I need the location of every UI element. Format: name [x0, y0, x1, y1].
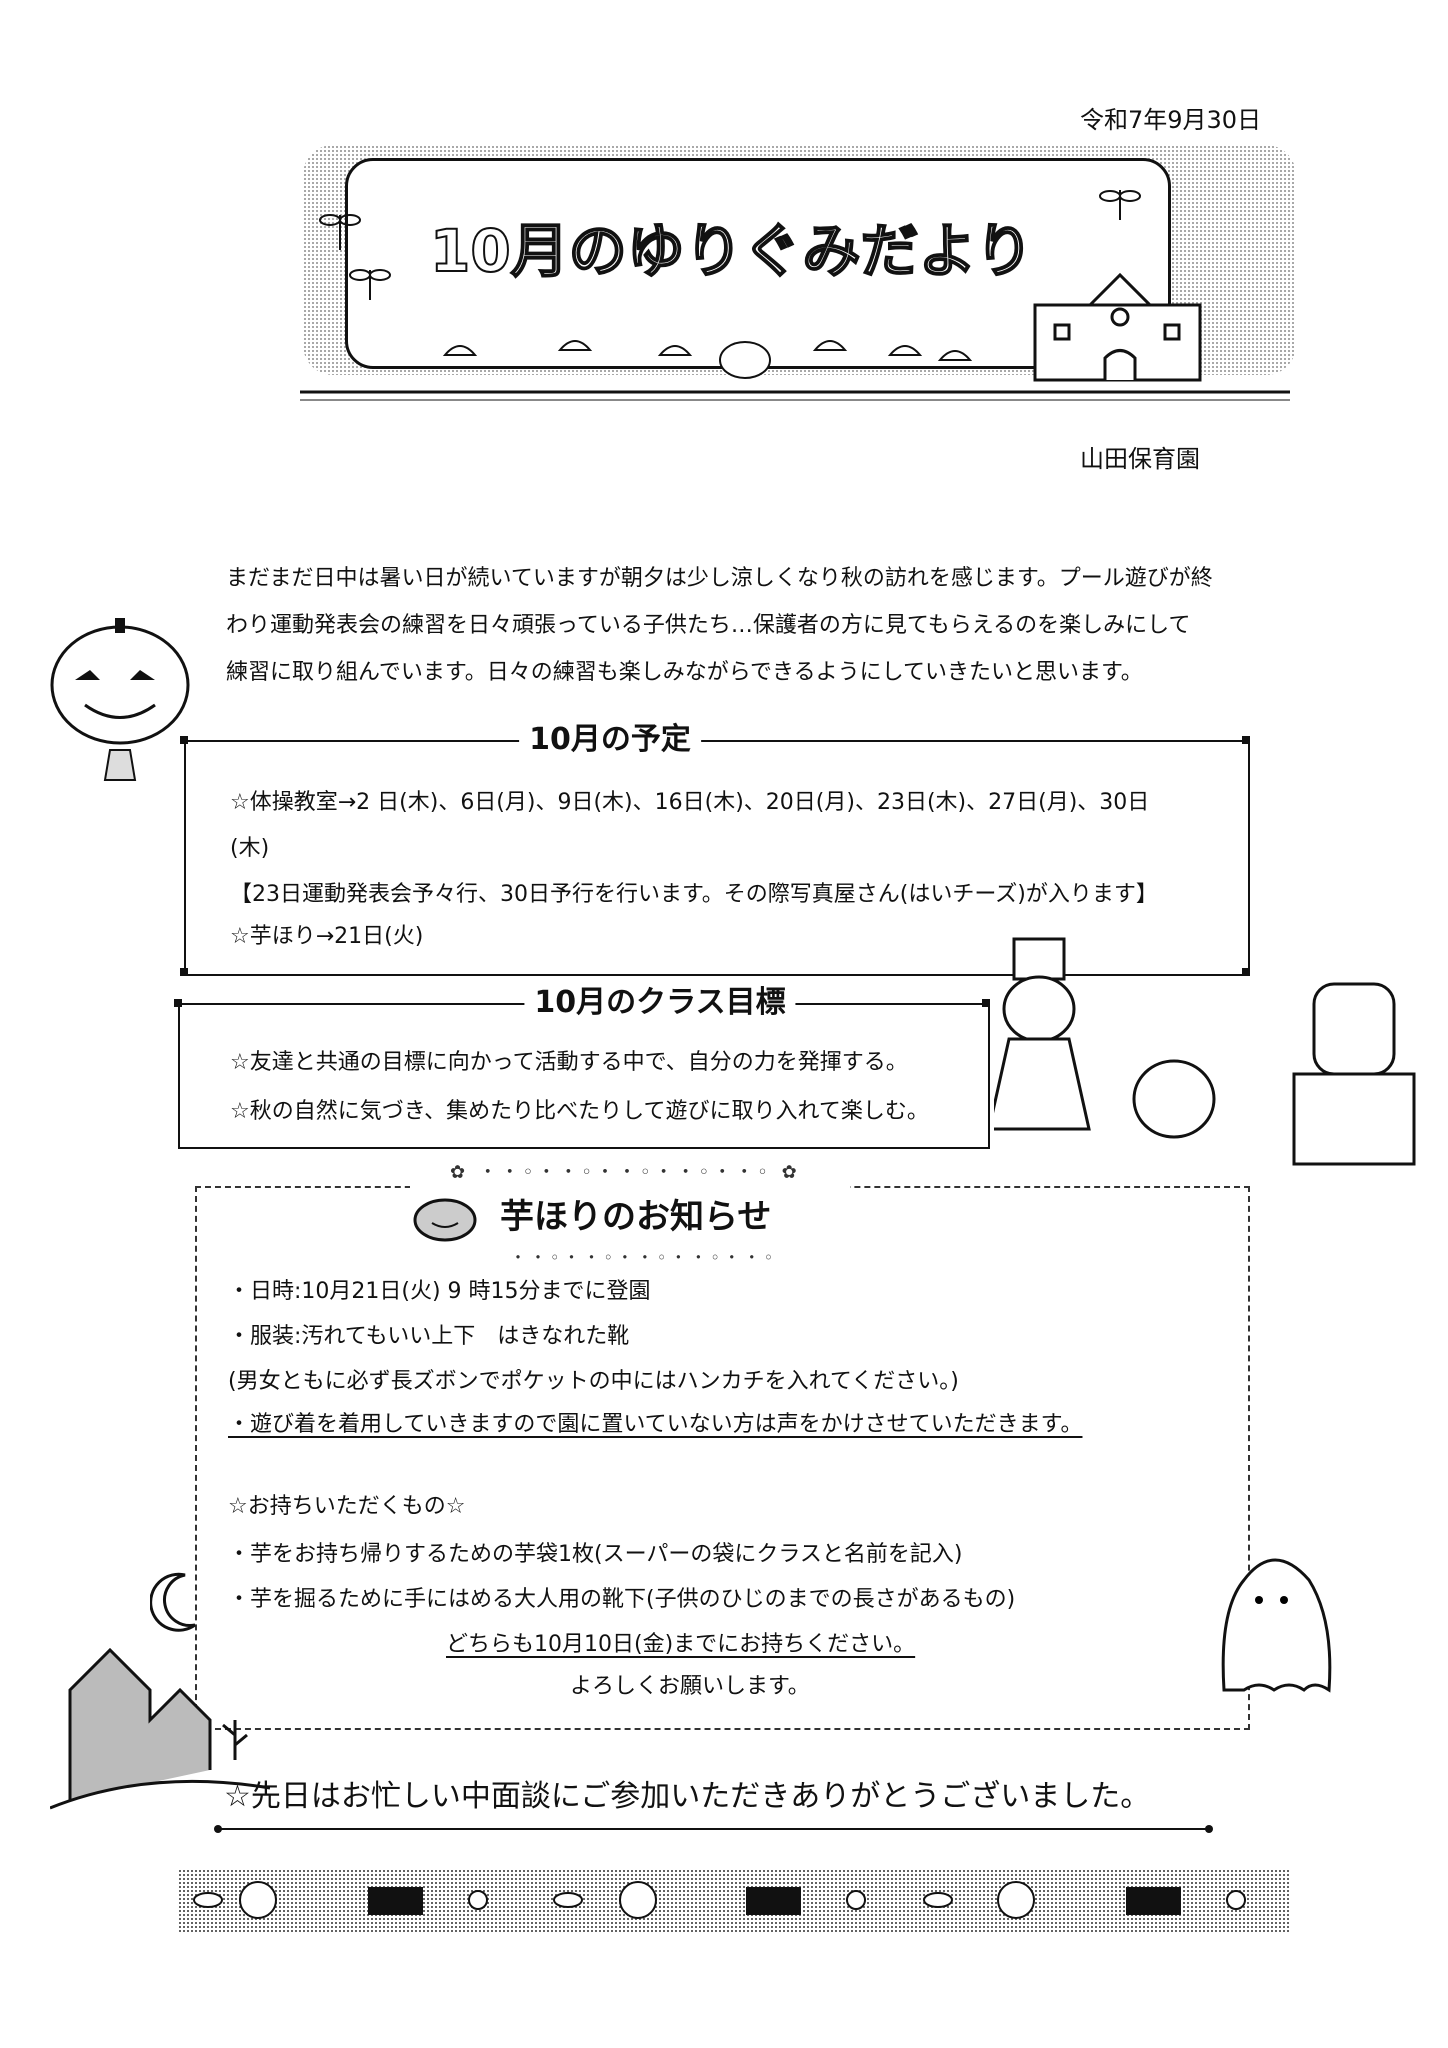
ghost-icon: [1221, 1558, 1332, 1693]
issue-date: 令和7年9月30日: [1080, 106, 1262, 134]
decorative-dots: ✿ ・・◦・・◦・・◦・・◦・・◦ ✿: [450, 1162, 801, 1183]
schedule-title: 10月の予定: [519, 725, 701, 755]
sweet-potato-icon: [413, 1198, 477, 1242]
dragonfly-icon: [319, 214, 361, 250]
haunted-house-icon: [50, 1647, 270, 1810]
bring-title: ☆お持ちいただくもの☆: [228, 1494, 466, 1519]
schedule-line: 【23日運動発表会予々行、30日予行を行います。その際写真屋さん(はいチーズ)が…: [230, 882, 1158, 907]
banner-frame: [345, 158, 1171, 369]
schedule-line: ☆芋ほり→21日(火): [230, 924, 424, 949]
schedule-box: [184, 740, 1250, 976]
dragonfly-icon: [349, 269, 391, 300]
schedule-line: (木): [230, 836, 270, 861]
schedule-line: ☆体操教室→2 日(木)、6日(月)、9日(木)、16日(木)、20日(月)、2…: [230, 790, 1150, 815]
imohori-line: ・服装:汚れてもいい上下 はきなれた靴: [228, 1324, 630, 1349]
banner-illustrations: [300, 190, 1290, 401]
school-name: 山田保育園: [1080, 445, 1200, 473]
closing-note: よろしくお願いします。: [570, 1674, 810, 1699]
crescent-moon-icon: [150, 1572, 196, 1632]
imohori-line: (男女ともに必ず長ズボンでポケットの中にはハンカチを入れてください。): [228, 1369, 959, 1394]
intro-line: わり運動発表会の練習を日々頑張っている子供たち…保護者の方に見てもらえるのを楽し…: [226, 613, 1191, 638]
bat-icon: [1126, 1887, 1181, 1915]
costume-children-illustration: [994, 937, 1416, 1166]
class-goals-title: 10月のクラス目標: [524, 988, 796, 1018]
bat-icon: [368, 1887, 423, 1915]
banner-title: 10月のゆりぐみだより: [429, 217, 1034, 285]
pumpkin-icon: [239, 1881, 277, 1919]
halloween-footer-icons: [193, 1881, 1246, 1919]
candy-icon: [553, 1892, 583, 1908]
school-building-icon: [1033, 272, 1202, 382]
jack-o-lantern-icon: [50, 618, 190, 781]
decorative-dots: ・・◦・・◦・・◦・・◦・・◦: [510, 1248, 778, 1267]
mushroom-icon: [442, 340, 973, 361]
candy-icon: [923, 1892, 953, 1908]
goal-line: ☆友達と共通の目標に向かって活動する中で、自分の力を発揮する。: [230, 1050, 908, 1075]
imohori-title: 芋ほりのお知らせ: [500, 1197, 772, 1237]
thanks-underline: [218, 1828, 1208, 1830]
elephant-icon: [719, 341, 771, 379]
dragonfly-icon: [1099, 190, 1141, 220]
pumpkin-icon: [997, 1881, 1035, 1919]
bring-item: ・芋をお持ち帰りするための芋袋1枚(スーパーの袋にクラスと名前を記入): [228, 1542, 963, 1567]
intro-line: まだまだ日中は暑い日が続いていますが朝夕は少し涼しくなり秋の訪れを感じます。プー…: [226, 566, 1213, 591]
deadline-note: どちらも10月10日(金)までにお持ちください。: [446, 1632, 916, 1657]
thanks-message: ☆先日はお忙しい中面談にご参加いただきありがとうございました。: [224, 1779, 1151, 1814]
bat-icon: [746, 1887, 801, 1915]
class-goals-box: [178, 1003, 990, 1149]
lollipop-icon: [468, 1890, 488, 1910]
imohori-line: ・遊び着を着用していきますので園に置いていない方は声をかけさせていただきます。: [228, 1412, 1083, 1437]
lollipop-icon: [846, 1890, 866, 1910]
lollipop-icon: [1226, 1890, 1246, 1910]
imohori-line: ・日時:10月21日(火) 9 時15分までに登園: [228, 1279, 651, 1304]
intro-line: 練習に取り組んでいます。日々の練習も楽しみながらできるようにしていきたいと思いま…: [226, 660, 1143, 685]
goal-line: ☆秋の自然に気づき、集めたり比べたりして遊びに取り入れて楽しむ。: [230, 1099, 929, 1124]
candy-icon: [193, 1892, 223, 1908]
halloween-footer-border: [178, 1869, 1290, 1932]
pumpkin-icon: [619, 1881, 657, 1919]
bring-item: ・芋を掘るために手にはめる大人用の靴下(子供のひじのまでの長さがあるもの): [228, 1587, 1016, 1612]
